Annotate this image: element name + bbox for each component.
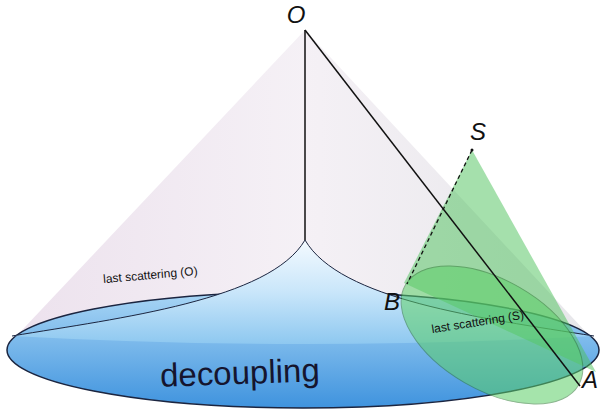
point-label: S — [470, 120, 486, 144]
source-last-scattering — [378, 237, 603, 410]
time-axis — [304, 30, 306, 240]
point-label: O — [287, 3, 306, 27]
light-ray — [305, 30, 580, 386]
point-label: B — [384, 290, 400, 314]
point-s — [471, 149, 474, 152]
dashed-ray — [407, 150, 472, 284]
plane-label: decoupling — [160, 353, 321, 392]
point-label: A — [582, 368, 598, 392]
